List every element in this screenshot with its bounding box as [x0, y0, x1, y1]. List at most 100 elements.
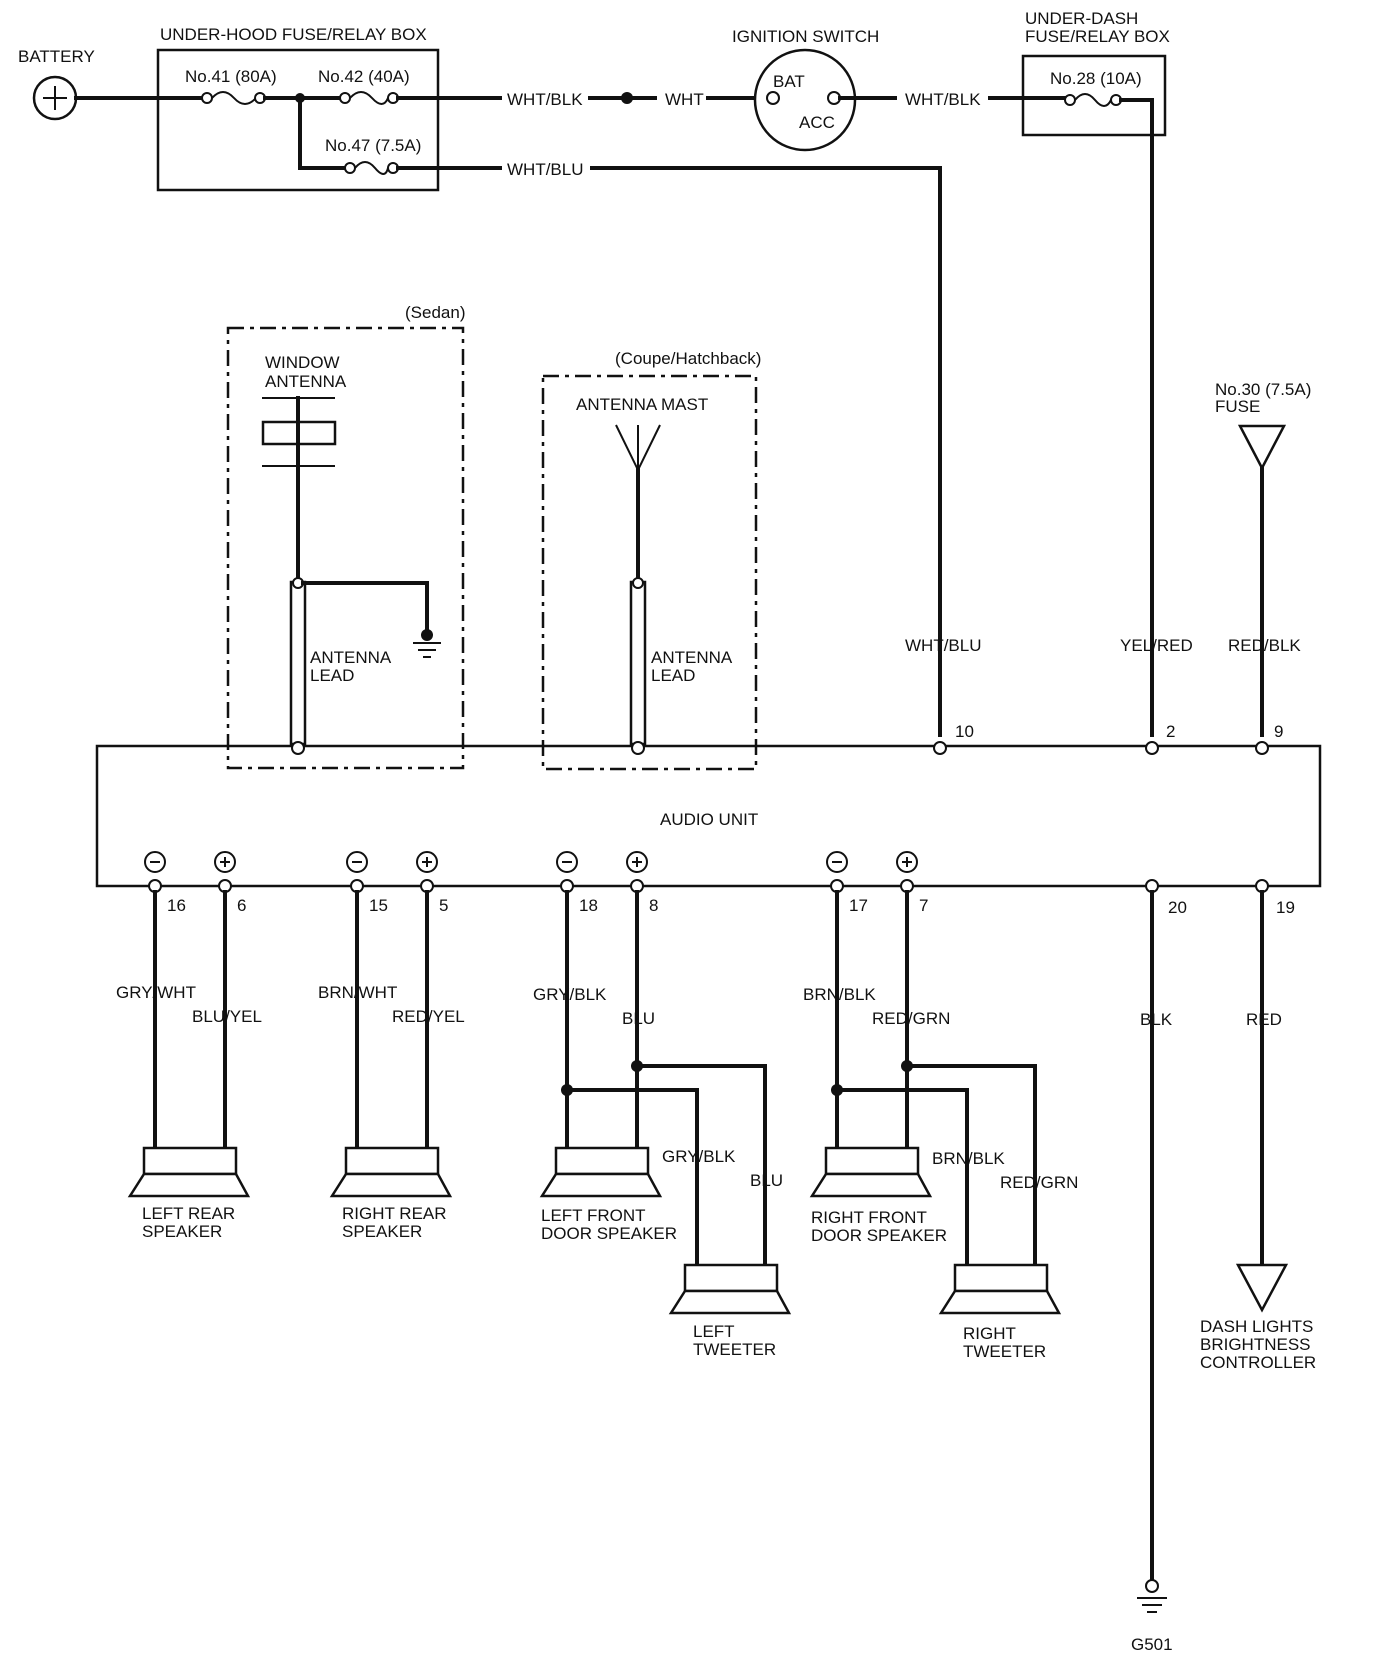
underhood-box-label: UNDER-HOOD FUSE/RELAY BOX: [160, 25, 427, 44]
wire-gry-blk: GRY/BLK: [533, 985, 607, 1004]
left-rear-speaker-icon: [127, 1146, 251, 1198]
wire-wht-blk-a: WHT/BLK: [507, 90, 583, 109]
underdash-box-label-1: UNDER-DASH: [1025, 9, 1138, 28]
pin-5-label: 5: [439, 896, 448, 915]
left-tweeter-label-2: TWEETER: [693, 1340, 776, 1359]
window-antenna-label-1: WINDOW: [265, 353, 340, 372]
left-front-speaker-label-2: DOOR SPEAKER: [541, 1224, 677, 1243]
sedan-label: (Sedan): [405, 303, 465, 322]
fuse30-icon: [1237, 424, 1287, 471]
wire-red-blk: RED/BLK: [1228, 636, 1301, 655]
dash-lights-label-1: DASH LIGHTS: [1200, 1317, 1313, 1336]
underdash-fuse-box: [1021, 54, 1167, 137]
wire-wht-blu-top: WHT/BLU: [507, 160, 584, 179]
wire-blu-tweeter: BLU: [750, 1171, 783, 1190]
mast-antenna-lead-label-1: ANTENNA: [651, 648, 733, 667]
fuse41-icon: [201, 91, 266, 105]
fuse30-label-1: No.30 (7.5A): [1215, 380, 1311, 399]
pin-8-label: 8: [649, 896, 658, 915]
pin-2-label: 2: [1166, 722, 1175, 741]
left-front-door-speaker-icon: [539, 1146, 663, 1198]
battery-label: BATTERY: [18, 47, 95, 66]
pin-7-label: 7: [919, 896, 928, 915]
pin-2-terminal: [1145, 741, 1159, 755]
sedan-window-antenna-group: [226, 326, 465, 770]
wire-red-grn-tweeter: RED/GRN: [1000, 1173, 1078, 1192]
pin-10-label: 10: [955, 722, 974, 741]
antenna-mast-icon: [615, 424, 661, 473]
battery-icon: [32, 75, 78, 121]
mast-antenna-lead-icon: [629, 577, 647, 746]
dash-lights-label-2: BRIGHTNESS: [1200, 1335, 1311, 1354]
audio-unit-label: AUDIO UNIT: [660, 810, 758, 829]
pin-9-terminal: [1255, 741, 1269, 755]
window-antenna-lead-icon: [289, 577, 307, 746]
coupe-label: (Coupe/Hatchback): [615, 349, 761, 368]
pin-16-label: 16: [167, 896, 186, 915]
wire-blu-yel: BLU/YEL: [192, 1007, 262, 1026]
fuse42-icon: [339, 91, 399, 105]
pin-19-label: 19: [1276, 898, 1295, 917]
wire-gry-blk-tweeter: GRY/BLK: [662, 1147, 736, 1166]
underdash-box-label-2: FUSE/RELAY BOX: [1025, 27, 1170, 46]
right-tweeter-label-2: TWEETER: [963, 1342, 1046, 1361]
audio-unit-box: [95, 744, 1322, 888]
wire-gry-wht: GRY/WHT: [116, 983, 196, 1002]
fuse28-icon: [1064, 93, 1122, 107]
mast-antenna-lead-label-2: LEAD: [651, 666, 695, 685]
pin-9-label: 9: [1274, 722, 1283, 741]
wire-red-yel: RED/YEL: [392, 1007, 465, 1026]
ground-icon: [413, 629, 441, 658]
wire-red-grn: RED/GRN: [872, 1009, 950, 1028]
wire-wht: WHT: [665, 90, 704, 109]
underhood-fuse-box: [156, 48, 440, 192]
wire-brn-blk: BRN/BLK: [803, 985, 876, 1004]
left-tweeter-label-1: LEFT: [693, 1322, 735, 1341]
coupe-antenna-mast-group: [541, 374, 758, 771]
right-front-speaker-label-2: DOOR SPEAKER: [811, 1226, 947, 1245]
wire-wht-blu: WHT/BLU: [905, 636, 982, 655]
window-antenna-lead-label-1: ANTENNA: [310, 648, 392, 667]
antenna-mast-label: ANTENNA MAST: [576, 395, 708, 414]
pin-6-label: 6: [237, 896, 246, 915]
right-rear-speaker-icon: [329, 1146, 453, 1198]
wire-yel-red: YEL/RED: [1120, 636, 1193, 655]
fuse42-label: No.42 (40A): [318, 67, 410, 86]
right-tweeter-label-1: RIGHT: [963, 1324, 1016, 1343]
wire-blk: BLK: [1140, 1010, 1173, 1029]
pin-15-label: 15: [369, 896, 388, 915]
right-tweeter-icon: [938, 1263, 1062, 1315]
fuse47-icon: [344, 161, 399, 175]
pin-17-label: 17: [849, 896, 868, 915]
fuse28-label: No.28 (10A): [1050, 69, 1142, 88]
acc-terminal-label: ACC: [799, 113, 835, 132]
ground-label: G501: [1131, 1635, 1173, 1654]
pin-18-label: 18: [579, 896, 598, 915]
dash-lights-connector-icon: [1235, 1263, 1289, 1313]
window-antenna-lead-label-2: LEAD: [310, 666, 354, 685]
wire-brn-wht: BRN/WHT: [318, 983, 397, 1002]
right-front-door-speaker-icon: [809, 1146, 933, 1198]
left-rear-speaker-label-2: SPEAKER: [142, 1222, 222, 1241]
wire-blu: BLU: [622, 1009, 655, 1028]
pin-10-terminal: [933, 741, 947, 755]
wire-red: RED: [1246, 1010, 1282, 1029]
ignition-switch-label: IGNITION SWITCH: [732, 27, 879, 46]
bottom-terminals: [148, 879, 1269, 893]
right-front-speaker-label-1: RIGHT FRONT: [811, 1208, 927, 1227]
window-antenna-label-2: ANTENNA: [265, 372, 347, 391]
dash-lights-label-3: CONTROLLER: [1200, 1353, 1316, 1372]
g501-ground-icon: [1137, 1579, 1167, 1613]
left-front-speaker-label-1: LEFT FRONT: [541, 1206, 646, 1225]
left-rear-speaker-label-1: LEFT REAR: [142, 1204, 235, 1223]
wire-brn-blk-tweeter: BRN/BLK: [932, 1149, 1005, 1168]
fuse47-label: No.47 (7.5A): [325, 136, 421, 155]
right-rear-speaker-label-2: SPEAKER: [342, 1222, 422, 1241]
polarity-symbols: [144, 851, 918, 873]
wire-wht-blk-b: WHT/BLK: [905, 90, 981, 109]
bat-terminal-label: BAT: [773, 72, 805, 91]
fuse41-label: No.41 (80A): [185, 67, 277, 86]
pin-20-label: 20: [1168, 898, 1187, 917]
left-tweeter-icon: [668, 1263, 792, 1315]
